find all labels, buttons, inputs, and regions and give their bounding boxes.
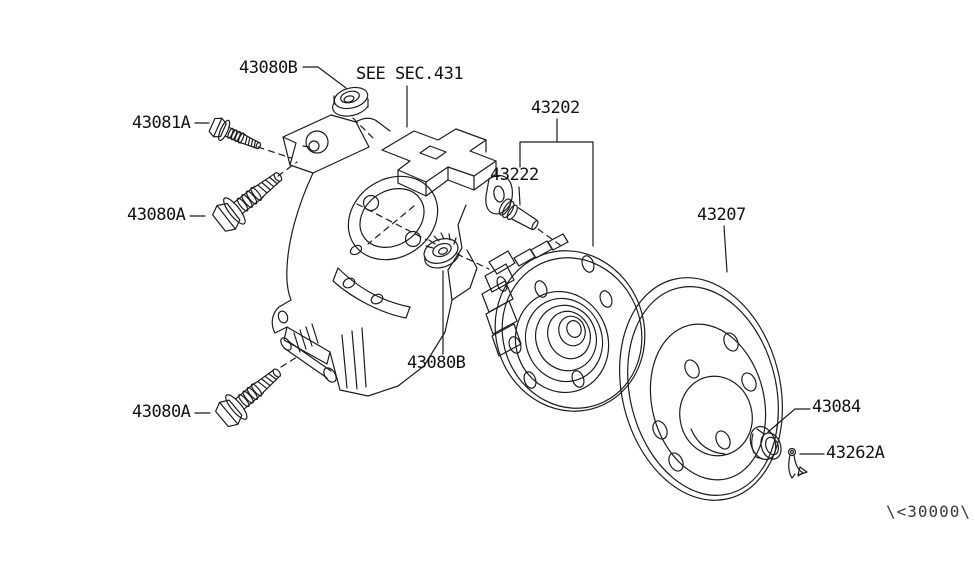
- callout-bolt-81a: 43081A: [132, 113, 191, 133]
- grommet-drawing: [332, 84, 370, 116]
- callout-grommet-top: 43080B: [239, 58, 298, 78]
- knuckle-drawing: [272, 115, 477, 396]
- callout-bolt-80a-upper: 43080A: [127, 205, 186, 225]
- callout-bolt-80a-lower: 43080A: [132, 402, 191, 422]
- callout-rotor: 43207: [697, 205, 746, 225]
- callout-nut-mid: 43080B: [407, 353, 466, 373]
- bolt-43080a-lower-drawing: [212, 359, 289, 430]
- assembly-dashed-lines: [258, 118, 560, 367]
- callout-cap: 43084: [812, 397, 861, 417]
- leader-cap: [768, 409, 810, 432]
- leader-grommet-top: [303, 67, 346, 88]
- bolt-43081a-drawing: [208, 115, 265, 156]
- nut-drawing: [421, 233, 462, 268]
- bolt-43080a-upper-drawing: [209, 163, 290, 236]
- rotor-drawing: [597, 260, 805, 518]
- section-bracket-drawing: [382, 129, 512, 214]
- cap-drawing: [746, 423, 785, 463]
- callout-wheel-stud: 43222: [490, 165, 539, 185]
- pin-drawing: [789, 449, 808, 479]
- leader-rotor: [724, 226, 727, 272]
- leader-wheel-stud: [519, 187, 520, 205]
- leader-hub-assembly-bracket: [520, 119, 593, 246]
- diagram-code-watermark: \<30000\: [886, 502, 972, 521]
- callout-pin: 43262A: [826, 443, 885, 463]
- hub-assembly-drawing: [473, 230, 667, 433]
- callout-see-section: SEE SEC.431: [356, 64, 464, 84]
- wheel-stud-drawing: [497, 197, 542, 234]
- callout-hub-assembly: 43202: [531, 98, 580, 118]
- leader-lines: [190, 67, 824, 454]
